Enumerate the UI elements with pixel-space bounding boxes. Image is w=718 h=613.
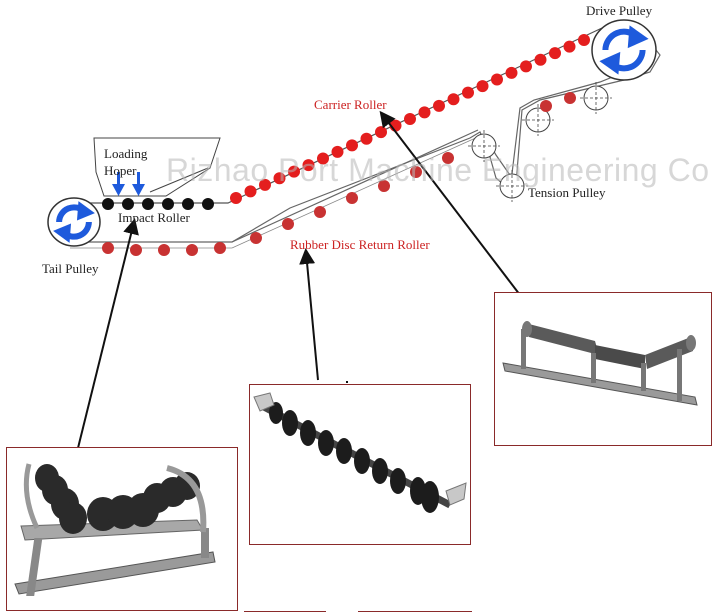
return-roller	[250, 232, 262, 244]
impact-roller	[122, 198, 134, 210]
crosshair-circle-icon	[522, 104, 554, 136]
impact-roller-label: Impact Roller	[118, 210, 190, 225]
carrier-roller	[418, 106, 431, 119]
impact-roller	[162, 198, 174, 210]
tension-pulleys	[468, 82, 612, 202]
impact-roller-pointer	[77, 218, 139, 449]
carrier-roller	[462, 86, 474, 99]
carrier-roller	[447, 93, 460, 106]
return-roller	[378, 180, 390, 192]
carrier-roller	[331, 145, 344, 158]
crosshair-circle-icon	[496, 170, 528, 202]
return-roller	[410, 166, 422, 178]
watermark: Rizhao Port Machine Engineering Co	[166, 152, 710, 188]
down-arrow-icon	[112, 172, 125, 196]
carrier-roller	[288, 165, 300, 178]
return-roller	[346, 192, 358, 204]
footline-2	[358, 611, 472, 612]
impact-roller	[182, 198, 194, 210]
return-belt-upper	[231, 129, 479, 243]
carrier-roller	[563, 40, 576, 53]
carrier-roller	[230, 192, 242, 204]
carrier-roller	[360, 132, 373, 145]
tail-pulley	[47, 197, 101, 247]
return-roller	[314, 206, 326, 218]
return-roller	[564, 92, 576, 104]
loading-hopper	[93, 137, 221, 197]
carrier-roller-pointer	[379, 110, 521, 296]
carrier-roller	[259, 178, 271, 191]
carrier-roller	[273, 172, 286, 185]
return-roller	[186, 244, 198, 256]
tail-pulley-label: Tail Pulley	[42, 261, 99, 276]
return-roller	[158, 244, 170, 256]
return-rollers	[102, 92, 576, 256]
carrier-roller-label: Carrier Roller	[314, 97, 387, 112]
return-belt-lower	[231, 135, 481, 249]
crosshair-circle-icon	[468, 130, 500, 162]
crosshair-circle-icon	[580, 82, 612, 114]
hopper-chute	[149, 167, 209, 193]
impact-roller	[142, 198, 154, 210]
impact-rollers	[102, 198, 214, 210]
return-roller	[442, 152, 454, 164]
carrier-roller	[346, 139, 358, 152]
tension-pulley-label: Tension Pulley	[528, 185, 606, 200]
carrier-roller	[244, 185, 257, 198]
return-roller	[102, 242, 114, 254]
return-roller	[130, 244, 142, 256]
carrier-roller	[549, 47, 561, 60]
stray-dot	[346, 381, 348, 383]
carrier-roller	[578, 34, 590, 46]
footline-1	[244, 611, 326, 612]
rotation-arrows-icon	[53, 201, 95, 243]
impact-roller	[202, 198, 214, 210]
carrier-roller	[534, 53, 547, 66]
carrier-roller	[317, 152, 329, 165]
carrier-roller	[520, 60, 532, 73]
drive-pulley-label: Drive Pulley	[586, 3, 653, 18]
carrier-roller	[491, 73, 503, 86]
return-roller-pointer	[299, 248, 319, 381]
return-roller	[282, 218, 294, 230]
return-roller-label: Rubber Disc Return Roller	[290, 237, 430, 252]
carrier-roller	[302, 159, 315, 172]
rotation-arrows-icon	[599, 25, 649, 75]
carrier-roller	[404, 113, 416, 125]
drive-pulley	[591, 19, 657, 81]
return-belt	[70, 73, 621, 243]
return-roller-photo	[249, 384, 471, 545]
return-roller	[540, 100, 552, 112]
down-arrow-icon	[132, 172, 145, 196]
carrier-roller	[433, 99, 445, 112]
carrier-roller	[375, 126, 387, 139]
loading-hoper-label: Loading Hoper	[104, 146, 148, 178]
impact-roller	[102, 198, 114, 210]
return-roller	[214, 242, 226, 254]
carrier-roller-photo	[494, 292, 712, 446]
impact-roller-photo	[6, 447, 238, 611]
carrier-rollers	[230, 34, 590, 204]
carrier-roller	[476, 80, 489, 93]
carrier-roller	[505, 66, 518, 79]
